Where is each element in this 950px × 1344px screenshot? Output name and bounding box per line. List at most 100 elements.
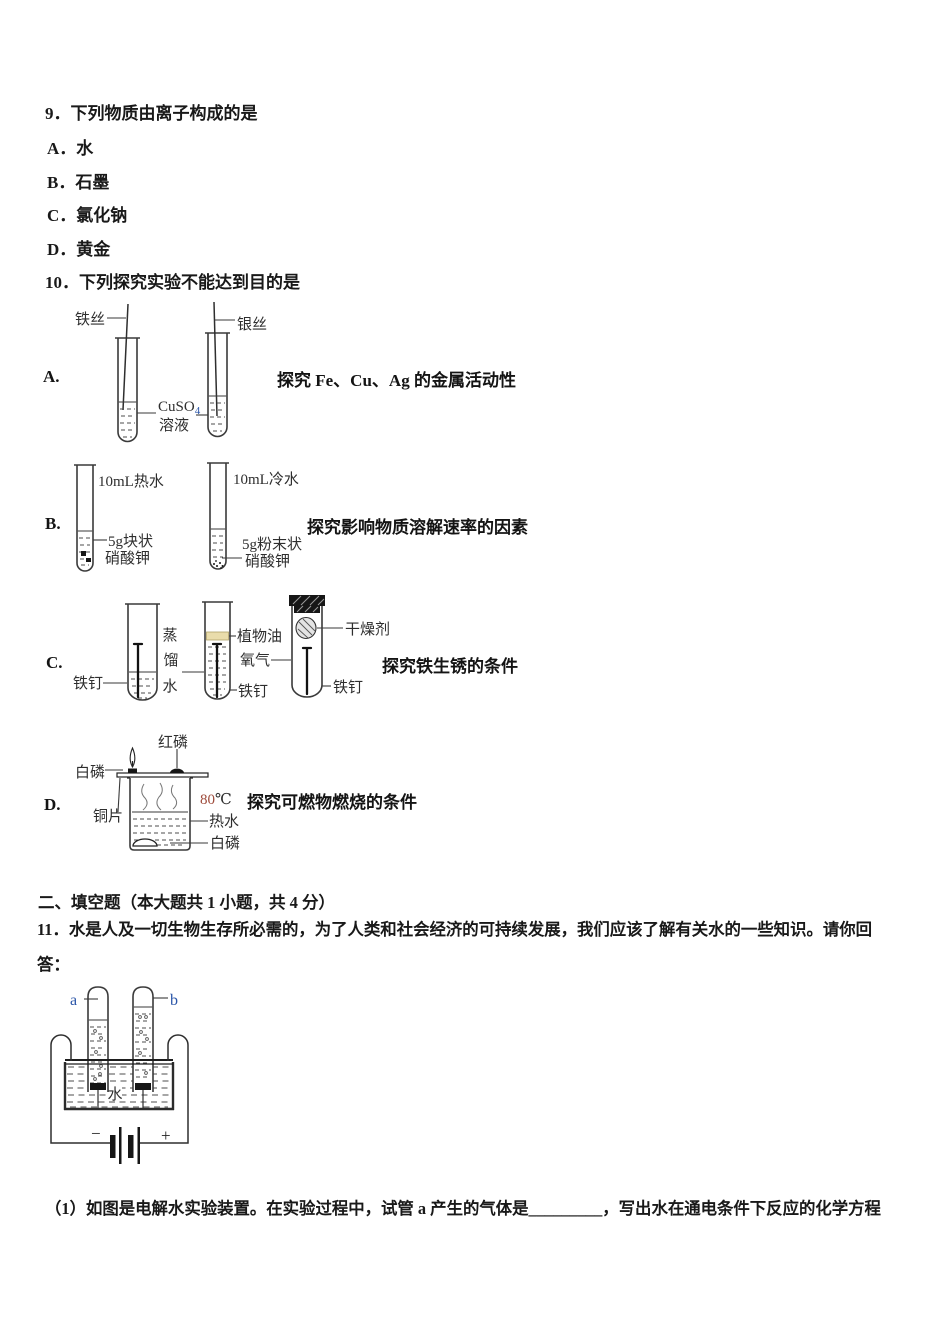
copper-plate-label: 铜片 (93, 808, 123, 825)
option-d-label: D． (47, 240, 77, 259)
beaker (127, 777, 193, 851)
powder-label-2: 硝酸钾 (245, 553, 290, 570)
question-9-number: 9． (45, 104, 71, 123)
steam-wisps (141, 782, 178, 811)
question-9: 9．下列物质由离子构成的是 (45, 99, 258, 124)
distilled-char-3: 水 (162, 678, 177, 695)
option-a-text: 水 (76, 139, 94, 158)
desiccant-label: 干燥剂 (345, 621, 390, 638)
test-tube-cold (207, 462, 229, 570)
experiment-a-description: 探究 Fe、Cu、Ag 的金属活动性 (277, 371, 516, 390)
tube-a (87, 986, 109, 1108)
white-phosphorus-bottom-label: 白磷 (210, 835, 240, 852)
knp-powder (213, 560, 224, 569)
water-label-backing (109, 1086, 122, 1101)
question-10-number: 10． (45, 273, 79, 292)
silver-wire-label: 银丝 (237, 316, 267, 333)
question-11-text: 水是人及一切生物生存所必需的，为了人类和社会经济的可持续发展，我们应该了解有关水… (68, 920, 873, 939)
electrode (135, 1083, 151, 1090)
question-9-text: 下列物质由离子构成的是 (70, 104, 258, 123)
nail-label-3: 铁钉 (333, 679, 363, 696)
temperature-value: 80 (200, 792, 215, 808)
hot-water-label: 热水 (209, 813, 239, 830)
nail-label-1: 铁钉 (73, 675, 103, 692)
question-9-option-b: B．石墨 (47, 168, 109, 193)
iron-nail (211, 642, 223, 699)
test-tube-right (205, 301, 230, 438)
labels: 红磷 白磷 铜片 80℃ 热水 白磷 (75, 734, 240, 852)
cold-water-label: 10mL冷水 (233, 471, 299, 488)
copper-plate (116, 772, 209, 778)
experiment-d-apparatus: 红磷 白磷 铜片 80℃ 热水 白磷 (75, 734, 240, 852)
cuso4-subscript: 4 (195, 405, 201, 417)
labels: 10mL热水 10mL冷水 5g块状 硝酸钾 5g粉末状 硝酸钾 (93, 471, 302, 570)
battery-icon (110, 1127, 140, 1164)
rubber-stopper (289, 595, 325, 613)
question-11-sub-1: （1）如图是电解水实验装置。在实验过程中，试管 a 产生的气体是________… (45, 1199, 881, 1218)
test-tube-3 (289, 595, 325, 698)
option-b-text: 石墨 (75, 173, 110, 192)
veg-oil-label: 植物油 (237, 628, 282, 645)
oil-layer (206, 631, 229, 641)
experiment-b-letter: B. (45, 514, 61, 533)
distilled-char-2: 馏 (163, 652, 178, 669)
test-tube-hot (74, 464, 96, 572)
option-d-text: 黄金 (76, 240, 111, 259)
labels: 铁钉 蒸 馏 水 植物油 氧气 干燥剂 铁钉 铁钉 (73, 621, 390, 700)
experiment-b-description: 探究影响物质溶解速率的因素 (307, 518, 528, 537)
test-tube-left (115, 303, 140, 443)
iron-nail (132, 642, 144, 699)
tube-labels: a b (70, 992, 178, 1009)
trough-rim (65, 1059, 173, 1065)
powder-label-1: 5g粉末状 (242, 536, 302, 553)
cuso4-formula: CuSO (158, 399, 195, 415)
red-phosphorus-label: 红磷 (158, 734, 188, 751)
experiment-d-description: 探究可燃物燃烧的条件 (247, 793, 417, 812)
tube-a-label: a (70, 992, 77, 1009)
red-phosphorus-mound (170, 768, 184, 773)
minus-terminal-label: − (91, 1124, 101, 1143)
hot-water-label: 10mL热水 (98, 473, 164, 490)
option-c-text: 氯化钠 (76, 206, 128, 225)
solution-label: 溶液 (159, 417, 189, 434)
wires-and-battery: − + (50, 1034, 189, 1164)
lump-label-2: 硝酸钾 (105, 550, 150, 567)
white-phosphorus-burning (128, 746, 137, 773)
electrode (90, 1083, 106, 1090)
water-label: 水 (107, 1086, 122, 1103)
iron-nail (301, 646, 313, 696)
wire-left (50, 1034, 110, 1144)
tube-b (132, 986, 154, 1108)
white-phosphorus-label: 白磷 (75, 764, 105, 781)
temperature-unit: ℃ (215, 792, 232, 808)
option-b-label: B． (47, 173, 76, 192)
white-phosphorus-underwater (132, 838, 158, 847)
trough (63, 1062, 175, 1111)
experiment-b-apparatus: 10mL热水 10mL冷水 5g块状 硝酸钾 5g粉末状 硝酸钾 (74, 462, 302, 572)
experiment-a-apparatus: 铁丝 银丝 CuSO4 溶液 (75, 301, 267, 443)
nail-label-2: 铁钉 (238, 683, 268, 700)
iron-wire-label: 铁丝 (75, 311, 105, 328)
question-10-text: 下列探究实验不能达到目的是 (79, 273, 300, 292)
flame-icon (129, 746, 136, 769)
experiment-a-letter: A. (43, 367, 60, 386)
knp-lump (81, 551, 86, 556)
tube-b-label: b (170, 992, 178, 1009)
section-2-title: 二、填空题（本大题共 1 小题，共 4 分） (38, 893, 335, 912)
question-10: 10．下列探究实验不能达到目的是 (45, 268, 300, 293)
question-9-option-d: D．黄金 (47, 235, 110, 260)
experiment-d-letter: D. (44, 795, 61, 814)
question-11-text-wrap: 答： (37, 955, 70, 974)
test-tube-1 (125, 603, 160, 701)
experiment-c-apparatus: 铁钉 蒸 馏 水 植物油 氧气 干燥剂 铁钉 铁钉 (73, 595, 390, 701)
experiment-c-letter: C. (46, 653, 63, 672)
oxygen-label: 氧气 (240, 652, 270, 669)
question-9-option-c: C．氯化钠 (47, 201, 127, 226)
option-c-label: C． (47, 206, 77, 225)
experiment-c-description: 探究铁生锈的条件 (382, 657, 518, 676)
labels: 铁丝 银丝 CuSO4 溶液 (75, 311, 267, 434)
cuso4-label: CuSO4 (158, 399, 201, 417)
wire-right (140, 1034, 189, 1144)
temperature-label: 80℃ (200, 792, 232, 808)
